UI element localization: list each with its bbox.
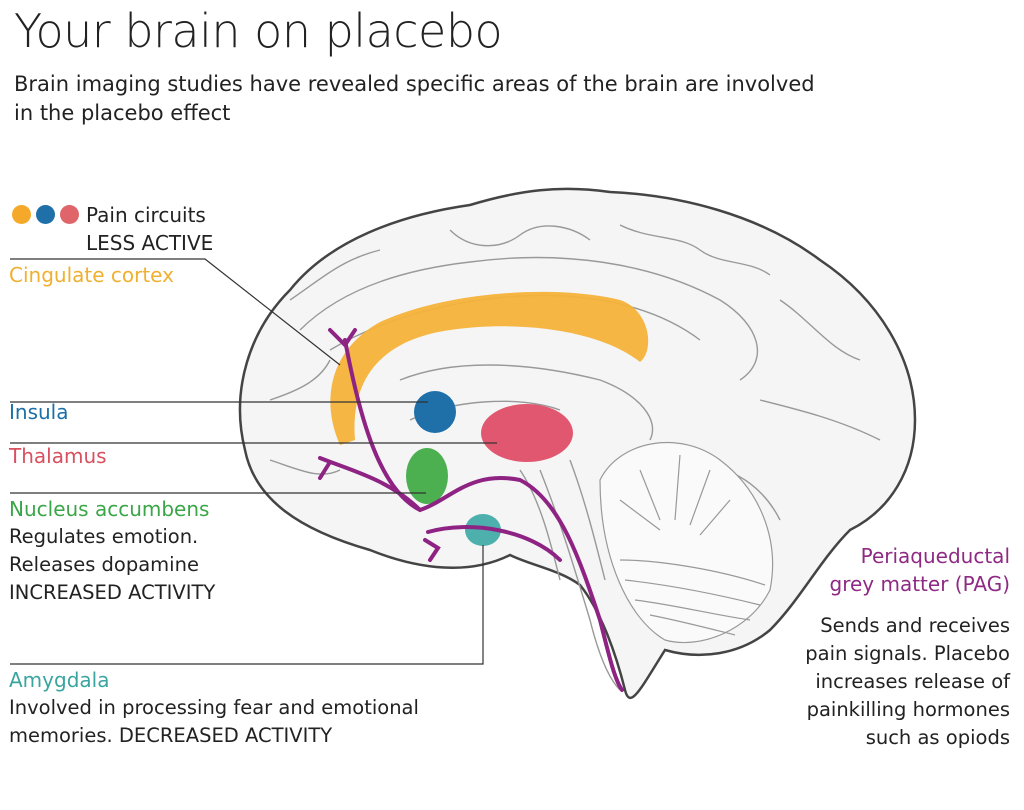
pag-desc-3: increases release of: [815, 670, 1010, 693]
pag-pathways: [318, 328, 624, 692]
subtitle: Brain imaging studies have revealed spec…: [14, 72, 815, 125]
cingulate-legend-dot: [12, 205, 31, 224]
insula-legend-dot: [36, 205, 55, 224]
nucleus-accumbens-region: [406, 448, 448, 504]
pag-block: Periaqueductal grey matter (PAG) Sends a…: [805, 542, 1010, 752]
nucleus-desc-2: Releases dopamine: [9, 553, 199, 576]
amygdala-desc-2: memories. DECREASED ACTIVITY: [9, 724, 333, 747]
nucleus-desc-1: Regulates emotion.: [9, 525, 199, 548]
pag-label-2: grey matter (PAG): [829, 572, 1011, 596]
nucleus-accumbens-label: Nucleus accumbens: [9, 497, 210, 521]
amygdala-region: [465, 514, 501, 546]
cingulate-cortex-region: [330, 291, 649, 445]
pag-label-1: Periaqueductal: [860, 544, 1010, 568]
legend-line1: Pain circuits: [86, 203, 206, 227]
pag-desc-1: Sends and receives: [820, 614, 1010, 637]
cingulate-label: Cingulate cortex: [9, 263, 174, 287]
amygdala-desc-1: Involved in processing fear and emotiona…: [9, 696, 419, 719]
thalamus-label: Thalamus: [9, 444, 107, 468]
amygdala-label: Amygdala: [9, 668, 110, 692]
pag-desc-4: painkilling hormones: [806, 698, 1010, 721]
legend-line2: LESS ACTIVE: [86, 231, 214, 255]
cerebellum: [599, 441, 774, 644]
thalamus-region: [481, 404, 573, 462]
page-title: Your brain on placebo: [14, 4, 503, 58]
leader-lines: [10, 258, 497, 665]
pag-desc-2: pain signals. Placebo: [805, 642, 1010, 665]
nucleus-desc-3: INCREASED ACTIVITY: [9, 581, 216, 604]
pag-desc-5: such as opiods: [865, 726, 1010, 749]
insula-region: [414, 391, 456, 433]
insula-label: Insula: [9, 400, 69, 424]
thalamus-legend-dot: [60, 205, 79, 224]
